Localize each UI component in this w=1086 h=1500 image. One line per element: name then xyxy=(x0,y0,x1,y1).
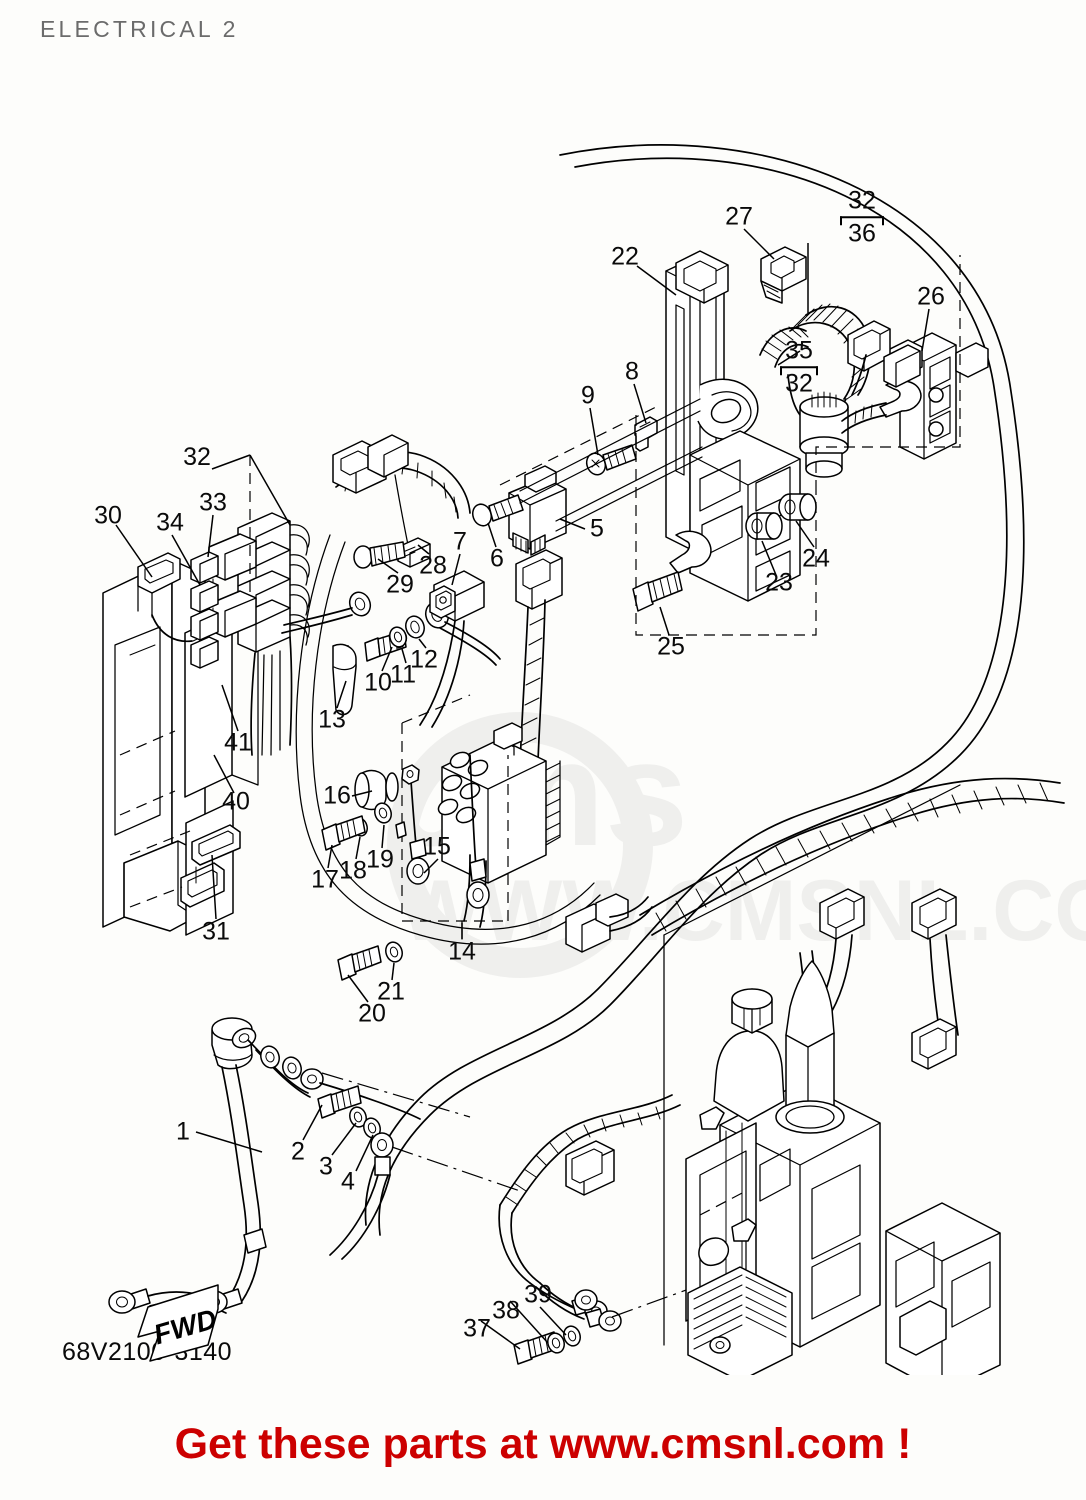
hardware-10-13 xyxy=(332,601,501,716)
right-harness xyxy=(639,777,1065,1080)
callout-number-23[interactable]: 23 xyxy=(765,568,793,597)
rectifier-assembly xyxy=(437,722,561,928)
callout-number-9[interactable]: 9 xyxy=(581,381,595,410)
callout-number-39[interactable]: 39 xyxy=(524,1280,552,1309)
bracket-bottom-number: 36 xyxy=(848,219,876,248)
bracket-bottom-number: 32 xyxy=(785,369,813,398)
callout-number-3[interactable]: 3 xyxy=(319,1152,333,1181)
part-23-bushing xyxy=(745,512,783,540)
callout-number-4[interactable]: 4 xyxy=(341,1167,355,1196)
callout-number-15[interactable]: 15 xyxy=(423,832,451,861)
callout-number-21[interactable]: 21 xyxy=(377,977,405,1006)
diagram-linework: FWD xyxy=(102,144,1065,1375)
callout-number-1[interactable]: 1 xyxy=(176,1117,190,1146)
callout-number-17[interactable]: 17 xyxy=(311,865,339,894)
callout-number-38[interactable]: 38 xyxy=(492,1296,520,1325)
callout-number-26[interactable]: 26 xyxy=(917,282,945,311)
callout-number-13[interactable]: 13 xyxy=(318,705,346,734)
lower-harness xyxy=(498,1094,701,1365)
callout-number-41[interactable]: 41 xyxy=(224,728,252,757)
callout-number-40[interactable]: 40 xyxy=(222,787,250,816)
bracket-callout-b3[interactable]: 32 xyxy=(183,442,211,471)
bracket-top-number: 32 xyxy=(848,186,876,215)
callout-number-19[interactable]: 19 xyxy=(366,845,394,874)
footer-cta: Get these parts at www.cmsnl.com ! xyxy=(174,1420,912,1468)
part-5-relay xyxy=(508,465,567,556)
callout-number-31[interactable]: 31 xyxy=(202,917,230,946)
leads-14-15 xyxy=(401,694,509,940)
callout-number-6[interactable]: 6 xyxy=(490,544,504,573)
callout-number-16[interactable]: 16 xyxy=(323,781,351,810)
callout-number-28[interactable]: 28 xyxy=(419,551,447,580)
battery-cable-assembly xyxy=(108,1017,521,1314)
part-9-screw xyxy=(585,444,637,476)
callout-number-11[interactable]: 11 xyxy=(390,660,416,689)
fuse-block-assembly xyxy=(190,512,310,756)
bracket-bar xyxy=(780,366,818,376)
callout-number-29[interactable]: 29 xyxy=(386,570,414,599)
callout-number-20[interactable]: 20 xyxy=(358,999,386,1028)
callout-number-30[interactable]: 30 xyxy=(94,501,122,530)
fwd-arrow: FWD xyxy=(137,1284,220,1362)
callout-number-2[interactable]: 2 xyxy=(291,1137,305,1166)
center-connector xyxy=(515,549,563,766)
callout-number-22[interactable]: 22 xyxy=(611,242,639,271)
hardware-37-39 xyxy=(513,1325,581,1365)
hardware-20-21 xyxy=(337,941,403,981)
part-6-screw xyxy=(471,494,524,527)
callout-number-25[interactable]: 25 xyxy=(657,632,685,661)
part-22-bracket xyxy=(665,250,801,602)
callout-number-7[interactable]: 7 xyxy=(453,527,467,556)
callout-number-27[interactable]: 27 xyxy=(725,202,753,231)
callout-number-37[interactable]: 37 xyxy=(463,1314,491,1343)
part-29-screw xyxy=(353,541,406,569)
hardware-16-19 xyxy=(321,764,420,851)
callout-number-8[interactable]: 8 xyxy=(625,357,639,386)
bracket-top-number: 35 xyxy=(785,336,813,365)
diagram-canvas: WWW.CMSNL.COM cms xyxy=(0,55,1086,1375)
callout-number-5[interactable]: 5 xyxy=(590,514,604,543)
engine-block-assembly xyxy=(685,960,1001,1375)
callout-number-33[interactable]: 33 xyxy=(199,488,227,517)
part-24-bushing xyxy=(778,493,817,521)
bracket-bar xyxy=(840,216,884,226)
leader-lines xyxy=(115,228,930,1350)
page-title: ELECTRICAL 2 xyxy=(40,16,239,42)
callout-number-10[interactable]: 10 xyxy=(364,668,392,697)
bracket-top-number: 32 xyxy=(183,442,211,471)
callout-number-24[interactable]: 24 xyxy=(802,544,830,573)
callout-number-34[interactable]: 34 xyxy=(156,508,184,537)
callout-number-14[interactable]: 14 xyxy=(448,937,476,966)
part-25-bolt xyxy=(632,571,683,612)
upper-harness xyxy=(332,434,471,546)
part-7-connector xyxy=(419,570,485,728)
part-27-clip xyxy=(760,246,807,304)
callout-number-12[interactable]: 12 xyxy=(410,645,438,674)
callout-number-18[interactable]: 18 xyxy=(339,856,367,885)
